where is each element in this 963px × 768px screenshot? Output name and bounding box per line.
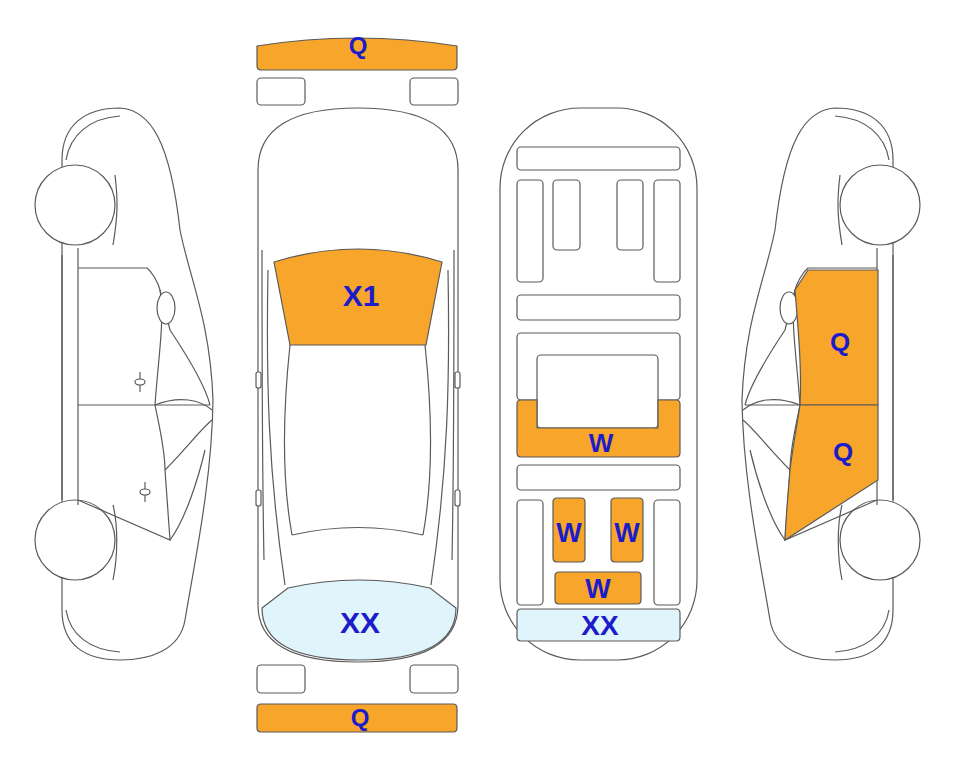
car-outline <box>517 180 543 282</box>
car-outline <box>257 665 305 693</box>
car-outline <box>284 345 292 535</box>
area-fill <box>795 270 878 405</box>
area-fill <box>785 405 878 540</box>
car-outline <box>410 78 458 105</box>
right-side-view <box>742 108 920 660</box>
car-outline <box>500 108 697 660</box>
area-code: Q <box>351 706 370 730</box>
area-fill <box>274 249 442 345</box>
car-outline <box>517 500 543 605</box>
front-bumper-area: Q <box>257 36 457 70</box>
area-fill <box>553 498 585 562</box>
area-code: W <box>614 520 639 547</box>
car-outline <box>654 180 680 282</box>
rear-door-area: Q <box>783 405 880 542</box>
car-outline <box>517 147 680 170</box>
car-outline <box>553 180 580 250</box>
car-outline <box>292 528 423 536</box>
rear-shelf-area: XX <box>517 609 680 641</box>
area-code: XX <box>581 612 618 640</box>
seat-area: W <box>553 498 585 562</box>
car-outline <box>617 180 643 250</box>
area-code: XX <box>340 608 380 638</box>
rear-bumper-area: Q <box>257 704 457 732</box>
car-outline <box>423 345 431 535</box>
area-code: X1 <box>343 281 380 311</box>
area-code: W <box>556 520 581 547</box>
car-outline <box>262 250 264 560</box>
seat-area: W <box>611 498 643 562</box>
area-fill <box>262 580 456 660</box>
left-side-view <box>35 108 213 660</box>
area-code: W <box>589 430 614 456</box>
car-outline <box>410 665 458 693</box>
area-fill <box>257 704 457 732</box>
area-shape <box>783 405 880 542</box>
car-outline <box>256 372 261 388</box>
car-outline <box>452 250 454 560</box>
rear-seat-area: W <box>555 572 641 604</box>
area-code: Q <box>833 439 853 465</box>
car-outline <box>258 108 458 662</box>
car-outline <box>455 490 460 506</box>
rear-window-area: XX <box>260 570 458 662</box>
car-outline <box>654 500 680 605</box>
interior-view <box>500 108 697 660</box>
area-code: Q <box>830 329 850 355</box>
top-view <box>256 78 460 693</box>
car-outline <box>517 465 680 490</box>
area-fill <box>517 400 680 457</box>
dashboard-area: W <box>517 400 680 457</box>
area-fill <box>611 498 643 562</box>
right-side-view <box>742 108 920 660</box>
car-outline <box>267 270 285 585</box>
car-outline <box>257 78 305 105</box>
car-outline <box>256 490 261 506</box>
windshield-area: X1 <box>274 240 442 347</box>
area-code: W <box>585 576 610 603</box>
car-outline <box>455 372 460 388</box>
car-outline <box>537 355 658 428</box>
area-fill <box>555 572 641 604</box>
car-outline <box>431 270 449 585</box>
car-outline <box>517 295 680 320</box>
area-fill <box>517 609 680 641</box>
left-side-view <box>35 108 213 660</box>
front-door-area: Q <box>790 268 880 408</box>
area-code: Q <box>349 34 368 58</box>
